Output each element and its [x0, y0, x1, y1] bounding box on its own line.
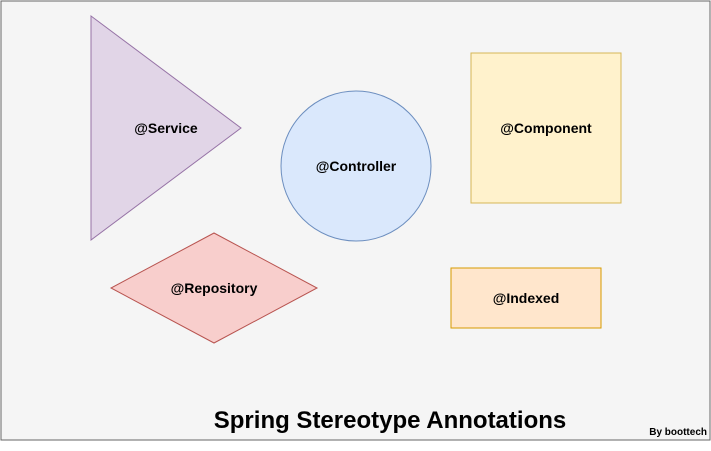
component-square — [470, 52, 622, 204]
repository-diamond — [109, 232, 319, 344]
component-label: @Component — [500, 120, 592, 136]
service-label: @Service — [134, 120, 198, 136]
controller-shape: @Controller — [280, 90, 432, 242]
indexed-label: @Indexed — [493, 290, 560, 306]
repository-label: @Repository — [171, 280, 258, 296]
component-shape: @Component — [470, 52, 622, 204]
diagram-title: Spring Stereotype Annotations — [214, 407, 566, 434]
indexed-shape: @Indexed — [450, 267, 602, 329]
controller-circle — [280, 90, 432, 242]
service-triangle — [90, 15, 242, 241]
controller-label: @Controller — [316, 158, 397, 174]
repository-shape: @Repository — [109, 232, 319, 344]
service-shape: @Service — [90, 15, 242, 241]
credit-text: By boottech — [649, 427, 707, 438]
indexed-rectangle — [450, 267, 602, 329]
